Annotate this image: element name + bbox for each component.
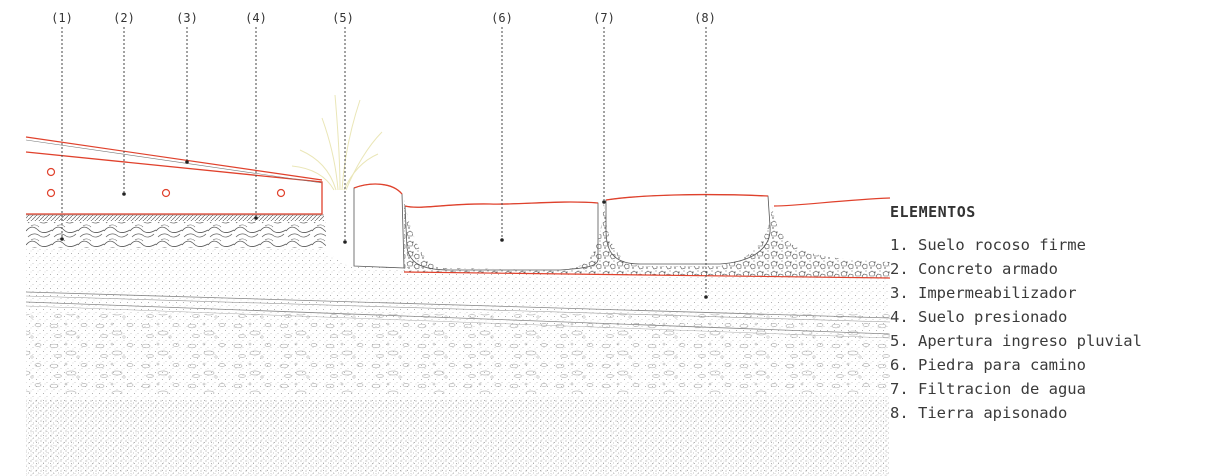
legend-list: 1. Suelo rocoso firme 2. Concreto armado… (890, 233, 1231, 425)
legend-item-2: 2. Concreto armado (890, 260, 1058, 278)
leader-dot-5 (343, 240, 347, 244)
compacted-soil-layer (25, 248, 891, 476)
leader-dot-3 (185, 160, 189, 164)
leader-dot-7 (602, 200, 606, 204)
leader-dot-4 (254, 216, 258, 220)
leader-lines (61, 27, 707, 295)
marker-8: (8) (694, 11, 716, 25)
marker-7: (7) (593, 11, 615, 25)
leader-dot-6 (500, 238, 504, 242)
water-filtration-gravel (403, 200, 891, 279)
legend-item-3: 3. Impermeabilizador (890, 284, 1077, 302)
marker-6: (6) (491, 11, 513, 25)
grass-tuft (291, 94, 383, 191)
marker-2: (2) (113, 11, 135, 25)
reinforced-concrete-slab (25, 151, 323, 215)
leader-dots (60, 160, 708, 299)
waterproofing-membrane (25, 136, 323, 184)
legend-title: ELEMENTOS (890, 203, 976, 221)
pressed-soil-layer (26, 214, 324, 221)
marker-4: (4) (245, 11, 267, 25)
marker-labels: (1) (2) (3) (4) (5) (6) (7) (8) (51, 11, 716, 25)
leader-dot-1 (60, 237, 64, 241)
marker-1: (1) (51, 11, 73, 25)
legend-item-8: 8. Tierra apisonado (890, 404, 1068, 422)
legend-item-1: 1. Suelo rocoso firme (890, 236, 1086, 254)
legend-item-5: 5. Apertura ingreso pluvial (890, 332, 1142, 350)
legend-item-7: 7. Filtracion de agua (890, 380, 1086, 398)
legend-item-6: 6. Piedra para camino (890, 356, 1086, 374)
legend-item-4: 4. Suelo presionado (890, 308, 1068, 326)
marker-5: (5) (332, 11, 354, 25)
firm-rocky-ground (26, 222, 326, 248)
marker-3: (3) (176, 11, 198, 25)
leader-dot-2 (122, 192, 126, 196)
legend: ELEMENTOS 1. Suelo rocoso firme 2. Concr… (890, 203, 1231, 425)
leader-dot-8 (704, 295, 708, 299)
